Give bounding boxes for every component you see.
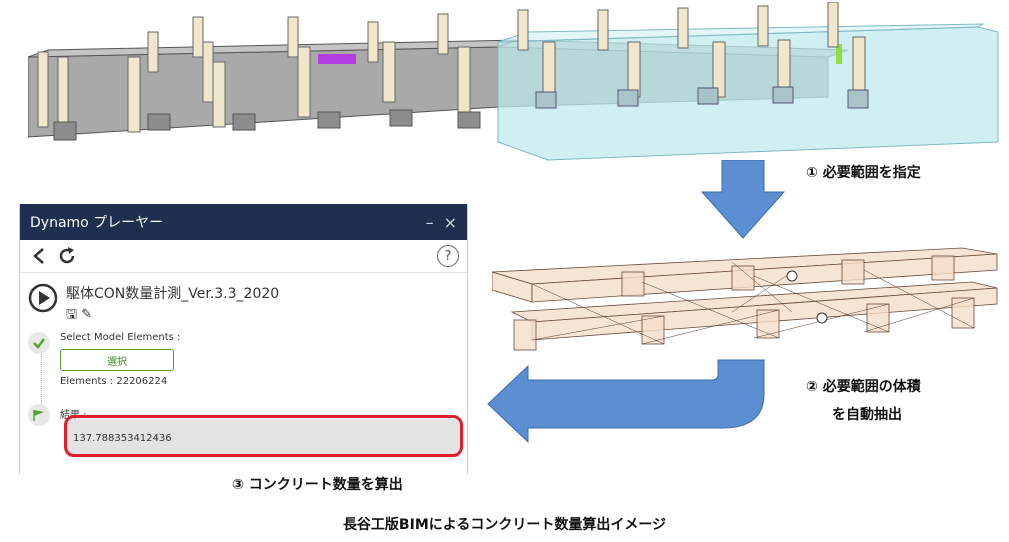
arrow-down-icon <box>700 160 786 239</box>
dynamo-player-window: Dynamo プレーヤー – × ? 駆体CON数量計測_Ver.3.3_202… <box>19 204 468 474</box>
elements-count: Elements : 22206224 <box>60 376 168 387</box>
building-model-3d <box>28 2 999 161</box>
figure-caption: 長谷工版BIMによるコンクリート数量算出イメージ <box>342 517 667 533</box>
step2-label-line2: を自動抽出 <box>832 407 902 423</box>
step3-label: ③ コンクリート数量を算出 <box>232 477 403 493</box>
step1-label: ① 必要範囲を指定 <box>806 165 921 181</box>
minimize-button[interactable]: – <box>425 212 434 232</box>
flag-icon <box>28 404 50 426</box>
extracted-volume-wireframe <box>492 247 998 351</box>
step2-label-line1: ② 必要範囲の体積 <box>806 379 921 395</box>
node-title: Select Model Elements : <box>60 332 181 343</box>
save-icon[interactable]: 🖫 <box>66 307 78 322</box>
play-button[interactable] <box>28 283 58 313</box>
close-button[interactable]: × <box>443 212 457 232</box>
dynamo-titlebar: Dynamo プレーヤー – × <box>20 204 467 240</box>
chevron-left-icon[interactable] <box>28 245 50 267</box>
graph-name: 駆体CON数量計測_Ver.3.3_2020 <box>66 286 280 302</box>
arrow-bent-left-icon <box>487 359 765 444</box>
check-icon <box>28 332 50 354</box>
dynamo-toolbar: ? <box>20 240 467 273</box>
help-button[interactable]: ? <box>437 245 459 267</box>
result-value: 137.788353412436 <box>65 419 460 457</box>
edit-icon[interactable]: ✎ <box>81 307 93 322</box>
result-highlight-frame <box>64 415 463 457</box>
dynamo-title: Dynamo プレーヤー <box>30 215 164 231</box>
select-button[interactable]: 選択 <box>60 349 174 371</box>
refresh-icon[interactable] <box>56 245 78 267</box>
node-select-model-elements: Select Model Elements : 選択 Elements : 22… <box>28 332 180 387</box>
